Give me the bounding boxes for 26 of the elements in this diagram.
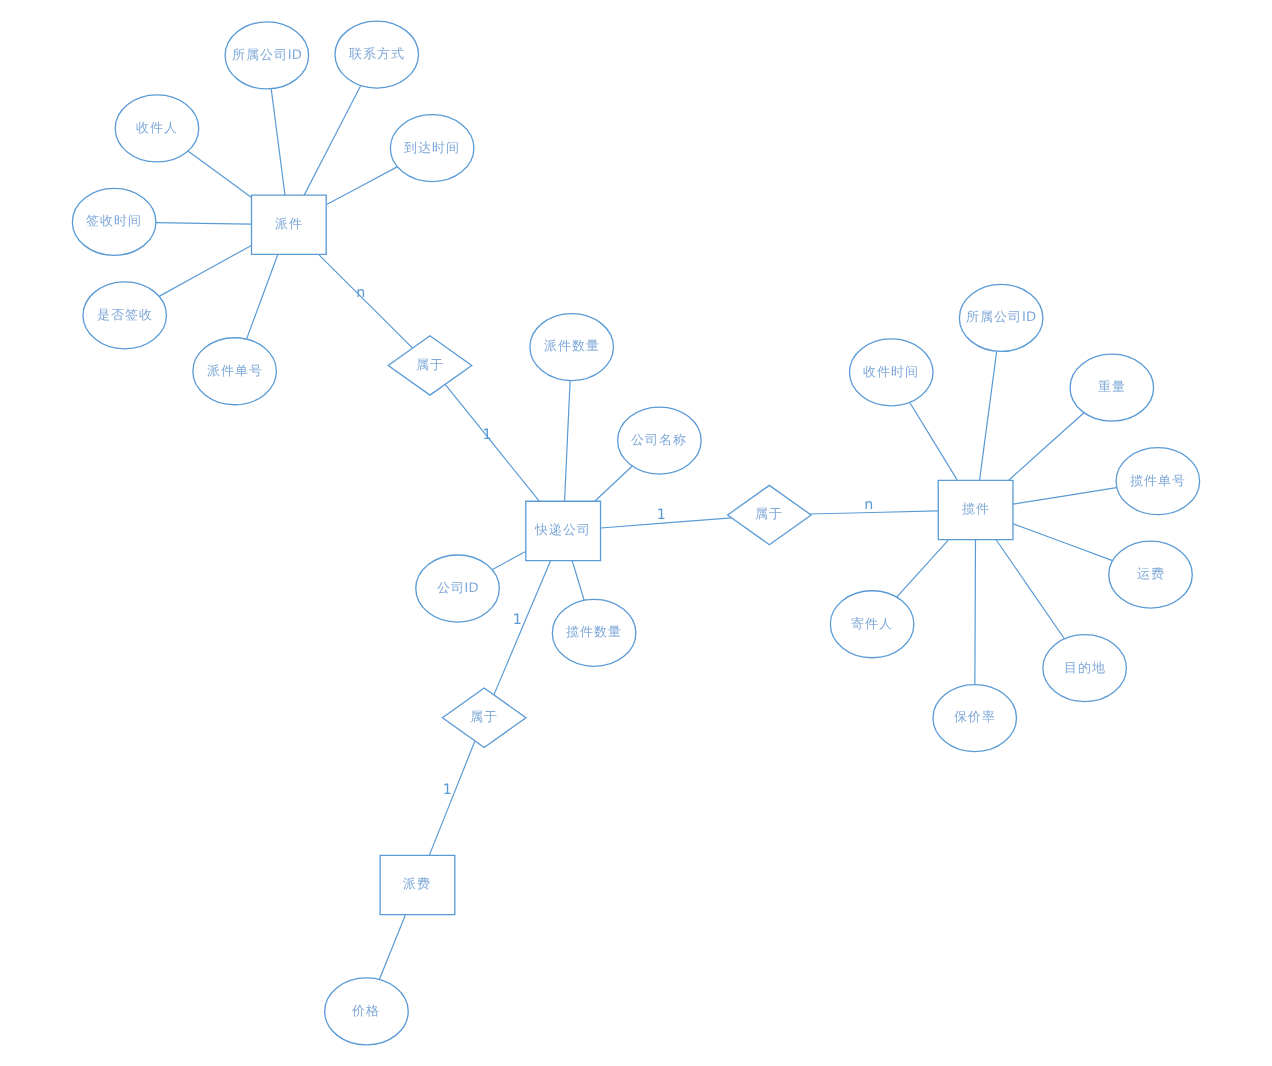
connector	[909, 401, 958, 481]
connector	[1008, 412, 1085, 481]
connector	[896, 539, 950, 598]
connector	[1012, 523, 1114, 562]
connector	[600, 517, 733, 529]
connector	[158, 244, 252, 297]
connector	[378, 914, 406, 981]
connector	[594, 465, 633, 502]
connector	[318, 254, 413, 349]
connector	[995, 539, 1065, 640]
connector	[245, 254, 279, 340]
connector	[303, 85, 362, 196]
connector	[491, 550, 527, 571]
connector	[978, 350, 998, 481]
connector	[974, 539, 977, 685]
connector	[187, 150, 252, 198]
connector	[1012, 487, 1118, 505]
connector	[563, 380, 571, 502]
connector	[155, 222, 252, 225]
connector	[809, 510, 939, 515]
connector	[493, 560, 552, 696]
connector	[270, 88, 286, 196]
connector	[428, 740, 476, 856]
connector	[571, 559, 585, 601]
connector	[325, 166, 398, 206]
connector	[444, 383, 540, 502]
